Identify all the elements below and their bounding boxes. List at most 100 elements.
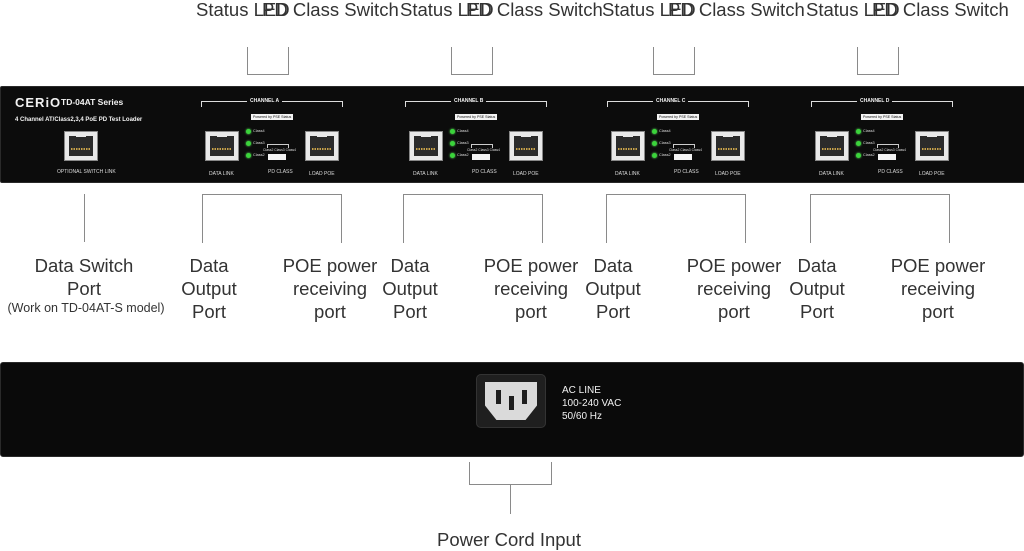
top-bracket <box>451 47 493 75</box>
pse-status-label: Powered by PSE Status <box>455 114 498 120</box>
top-bracket <box>247 47 289 75</box>
load-poe-port[interactable] <box>509 131 543 161</box>
led-label: Class2 <box>253 153 265 157</box>
channel-title: CHANNEL C <box>653 98 689 104</box>
led-label: Class3 <box>863 141 875 145</box>
front-panel: CERiO TD-04AT Series 4 Channel AT/Class2… <box>0 86 1024 183</box>
class3-led-icon <box>246 141 251 146</box>
load-poe-label: LOAD POE <box>715 171 741 177</box>
pd-class-switch-label: PD Class Switch <box>668 0 805 20</box>
pd-class-label: PD CLASS <box>472 169 497 175</box>
switch-options: Class2 Class3 Class4 <box>467 148 500 152</box>
status-led-label: Status LED <box>806 0 900 20</box>
load-poe-label: LOAD POE <box>513 171 539 177</box>
power-cord-leader <box>510 484 511 514</box>
top-bracket <box>857 47 899 75</box>
pse-status-label: Powered by PSE Status <box>251 114 294 120</box>
led-label: Class2 <box>863 153 875 157</box>
work-note-label: (Work on TD-04AT-S model) <box>7 301 165 315</box>
led-label: Class4 <box>863 129 875 133</box>
class2-led-icon <box>246 153 251 158</box>
ac-power-inlet[interactable] <box>476 374 546 428</box>
ac-line-info: AC LINE 100-240 VAC 50/60 Hz <box>562 384 621 423</box>
switch-rule <box>471 144 493 148</box>
load-poe-port[interactable] <box>915 131 949 161</box>
power-socket-icon <box>485 382 537 420</box>
bottom-bracket <box>606 194 746 243</box>
class3-led-icon <box>856 141 861 146</box>
channel-title: CHANNEL D <box>857 98 893 104</box>
bottom-bracket <box>810 194 950 243</box>
class2-led-icon <box>652 153 657 158</box>
switch-options: Class2 Class3 Class4 <box>263 148 296 152</box>
data-link-label: DATA LINK <box>413 171 438 177</box>
pd-class-switch[interactable] <box>268 154 286 160</box>
pd-class-switch[interactable] <box>878 154 896 160</box>
class4-led-icon <box>856 129 861 134</box>
ac-frequency: 50/60 Hz <box>562 411 603 422</box>
load-poe-label: LOAD POE <box>309 171 335 177</box>
pd-class-label: PD CLASS <box>878 169 903 175</box>
data-link-label: DATA LINK <box>209 171 234 177</box>
load-poe-port[interactable] <box>711 131 745 161</box>
switch-options: Class2 Class3 Class4 <box>669 148 702 152</box>
pd-class-switch-label: PD Class Switch <box>466 0 603 20</box>
pd-class-label: PD CLASS <box>674 169 699 175</box>
led-label: Class4 <box>253 129 265 133</box>
data-output-port-label: Data Output Port <box>382 255 438 322</box>
led-label: Class4 <box>659 129 671 133</box>
pd-class-switch-label: PD Class Switch <box>872 0 1009 20</box>
channel-title: CHANNEL A <box>247 98 283 104</box>
power-cord-input-label: Power Cord Input <box>437 529 581 550</box>
power-cord-bracket <box>469 462 552 485</box>
pd-class-switch[interactable] <box>674 154 692 160</box>
data-link-port[interactable] <box>815 131 849 161</box>
model-name: TD-04AT Series <box>61 97 124 107</box>
status-led-label: Status LED <box>400 0 494 20</box>
led-label: Class3 <box>659 141 671 145</box>
class4-led-icon <box>246 129 251 134</box>
status-led-label: Status LED <box>196 0 290 20</box>
switch-rule <box>673 144 695 148</box>
class4-led-icon <box>450 129 455 134</box>
data-link-label: DATA LINK <box>615 171 640 177</box>
pd-class-switch[interactable] <box>472 154 490 160</box>
data-link-port[interactable] <box>205 131 239 161</box>
ac-line-label: AC LINE <box>562 385 601 396</box>
class3-led-icon <box>450 141 455 146</box>
pd-class-label: PD CLASS <box>268 169 293 175</box>
class4-led-icon <box>652 129 657 134</box>
bottom-bracket <box>202 194 342 243</box>
data-output-port-label: Data Output Port <box>789 255 845 322</box>
data-link-port[interactable] <box>409 131 443 161</box>
poe-power-receiving-port-label: POE power receiving port <box>890 255 986 322</box>
class2-led-icon <box>450 153 455 158</box>
led-label: Class3 <box>253 141 265 145</box>
pse-status-label: Powered by PSE Status <box>657 114 700 120</box>
data-output-port-label: Data Output Port <box>181 255 237 322</box>
pse-status-label: Powered by PSE Status <box>861 114 904 120</box>
poe-power-receiving-port-label: POE power receiving port <box>483 255 579 322</box>
led-label: Class2 <box>457 153 469 157</box>
led-label: Class4 <box>457 129 469 133</box>
switch-rule <box>267 144 289 148</box>
data-link-label: DATA LINK <box>819 171 844 177</box>
load-poe-port[interactable] <box>305 131 339 161</box>
switch-rule <box>877 144 899 148</box>
data-switch-port-label: Data Switch Port <box>34 255 134 299</box>
model-tagline: 4 Channel AT/Class2,3,4 PoE PD Test Load… <box>15 117 143 123</box>
cerio-logo: CERiO <box>15 95 62 110</box>
data-link-port[interactable] <box>611 131 645 161</box>
led-label: Class2 <box>659 153 671 157</box>
class2-led-icon <box>856 153 861 158</box>
optional-switch-link-port[interactable] <box>64 131 98 161</box>
load-poe-label: LOAD POE <box>919 171 945 177</box>
status-led-label: Status LED <box>602 0 696 20</box>
optional-switch-link-label: OPTIONAL SWITCH LINK <box>57 169 116 175</box>
channel-title: CHANNEL B <box>451 98 487 104</box>
data-output-port-label: Data Output Port <box>585 255 641 322</box>
led-label: Class3 <box>457 141 469 145</box>
pd-class-switch-label: PD Class Switch <box>262 0 399 20</box>
switch-options: Class2 Class3 Class4 <box>873 148 906 152</box>
ac-voltage: 100-240 VAC <box>562 398 622 409</box>
